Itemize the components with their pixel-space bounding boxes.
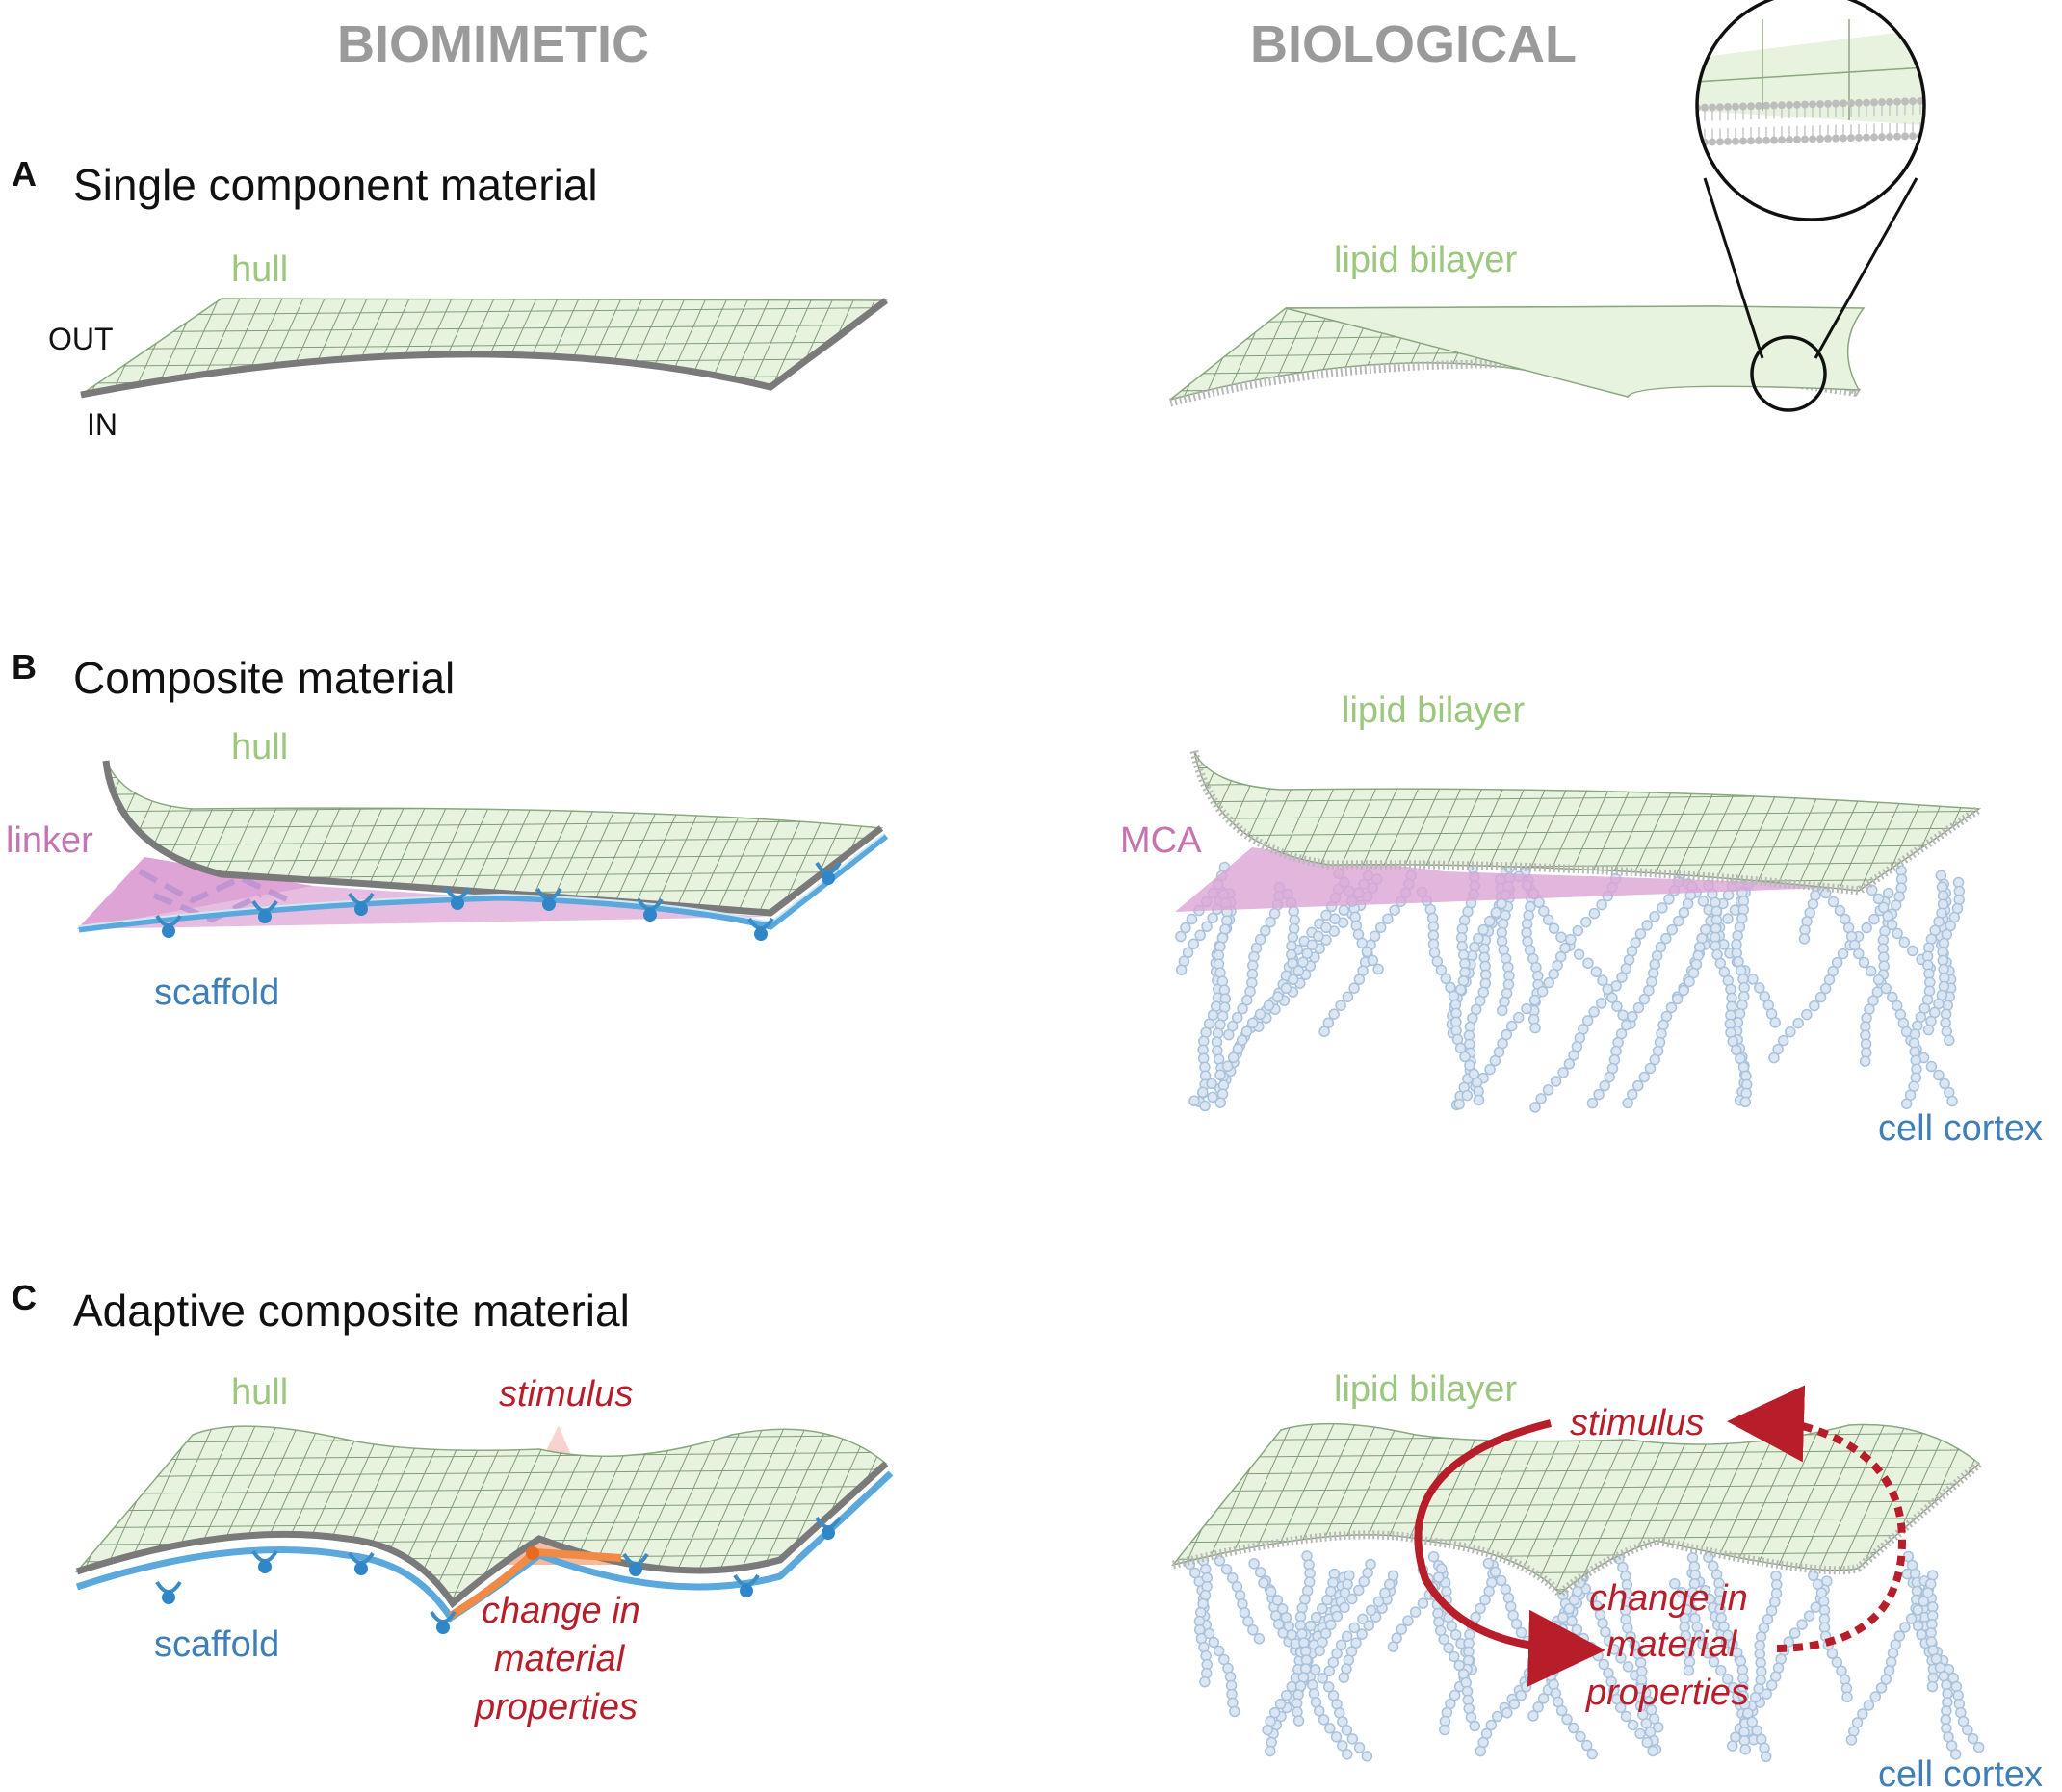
panel-b-linker-label: linker [6, 820, 93, 861]
panel-b-letter: B [12, 647, 37, 687]
panel-c-bio-stimulus-label: stimulus [1570, 1403, 1704, 1443]
column-header-biomimetic: BIOMIMETIC [337, 15, 649, 73]
panel-b-composite-sheet [77, 760, 889, 941]
panel-c-actin-network [1184, 1550, 1985, 1763]
lipid-heads [1697, 96, 1924, 146]
scaffold-anchors [155, 861, 842, 941]
panel-b-mca-label: MCA [1120, 820, 1202, 861]
panel-c-bio-change-line1: change in [1589, 1578, 1748, 1619]
panel-c-adaptive-sheet [74, 1425, 894, 1634]
panel-b-scaffold-label: scaffold [154, 973, 279, 1013]
panel-c-scaffold-label: scaffold [154, 1624, 279, 1665]
panel-b-cell-cortex-label: cell cortex [1878, 1108, 2043, 1149]
panel-b-biological-sheet [1175, 750, 1982, 1113]
panel-a-lipid-bilayer-sheet [1168, 304, 1866, 407]
panel-b-title: Composite material [73, 653, 455, 703]
panel-c-hull-label: hull [231, 1372, 288, 1413]
panel-c-bio-change-line2: material [1606, 1624, 1738, 1665]
panel-a-letter: A [12, 154, 37, 194]
panel-c-cell-cortex-label: cell cortex [1878, 1754, 2043, 1792]
panel-c-bio-change-line3: properties [1585, 1673, 1749, 1713]
panel-c-biological-sheet [1171, 1422, 1985, 1763]
stimulus-to-change-arrow [1414, 1419, 1605, 1687]
panel-a-lipid-bilayer-label: lipid bilayer [1334, 240, 1517, 280]
panel-c-stimulus-label: stimulus [499, 1374, 633, 1415]
panel-c-letter: C [12, 1278, 37, 1317]
panel-c-lipid-bilayer-label: lipid bilayer [1334, 1369, 1517, 1410]
panel-a-out-label: OUT [48, 322, 114, 356]
scaffold-anchors-c [155, 1516, 842, 1634]
lipid-bilayer-zoom-inset [1695, 0, 1926, 412]
column-header-biological: BIOLOGICAL [1250, 15, 1577, 73]
panel-c-change-line2: material [494, 1639, 626, 1679]
change-to-stimulus-feedback-arrow [1727, 1385, 1907, 1652]
panel-c-change-line1: change in [482, 1591, 640, 1631]
panel-c-title: Adaptive composite material [73, 1286, 630, 1336]
panel-a-title: Single component material [73, 160, 598, 210]
panel-a-hull-sheet [80, 298, 889, 399]
panel-b-actin-network [1175, 861, 1966, 1113]
panel-a-in-label: IN [87, 407, 117, 442]
panel-b-lipid-bilayer-label: lipid bilayer [1342, 690, 1525, 731]
panel-a-hull-label: hull [231, 249, 288, 290]
panel-b-hull-label: hull [231, 727, 288, 767]
panel-c-change-line3: properties [474, 1687, 638, 1727]
